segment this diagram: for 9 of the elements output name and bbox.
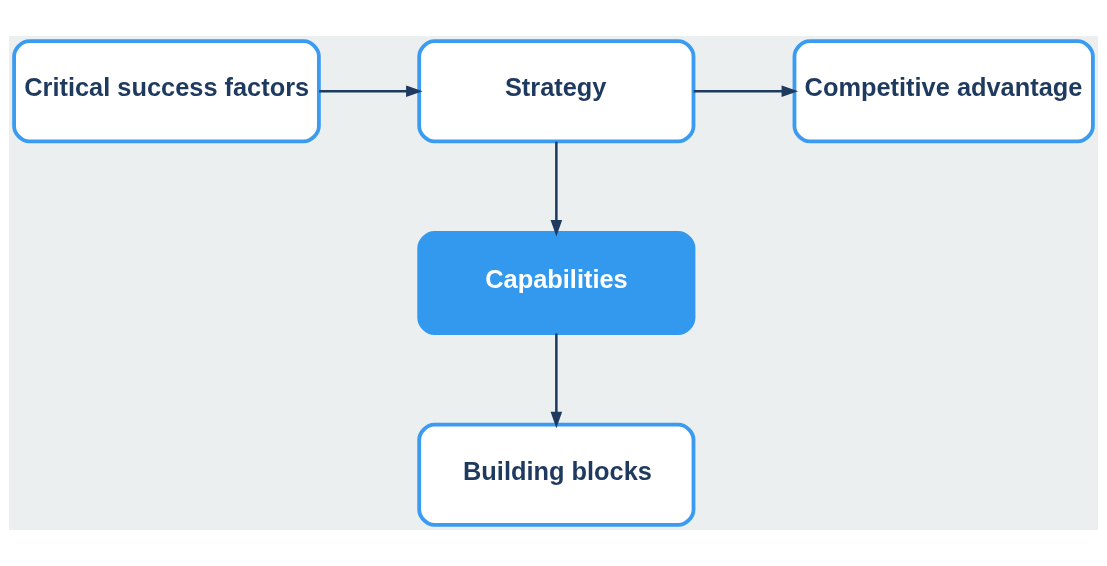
node-box: Building blocks: [417, 422, 696, 527]
node-box: Critical success factors: [12, 39, 321, 144]
node-box: Strategy: [417, 39, 696, 144]
arrow: [693, 85, 799, 98]
node-box: Capabilities: [417, 230, 696, 336]
arrow: [319, 85, 423, 98]
arrow: [550, 333, 563, 429]
node-box: Competitive advantage: [792, 39, 1095, 144]
arrow: [550, 141, 563, 237]
